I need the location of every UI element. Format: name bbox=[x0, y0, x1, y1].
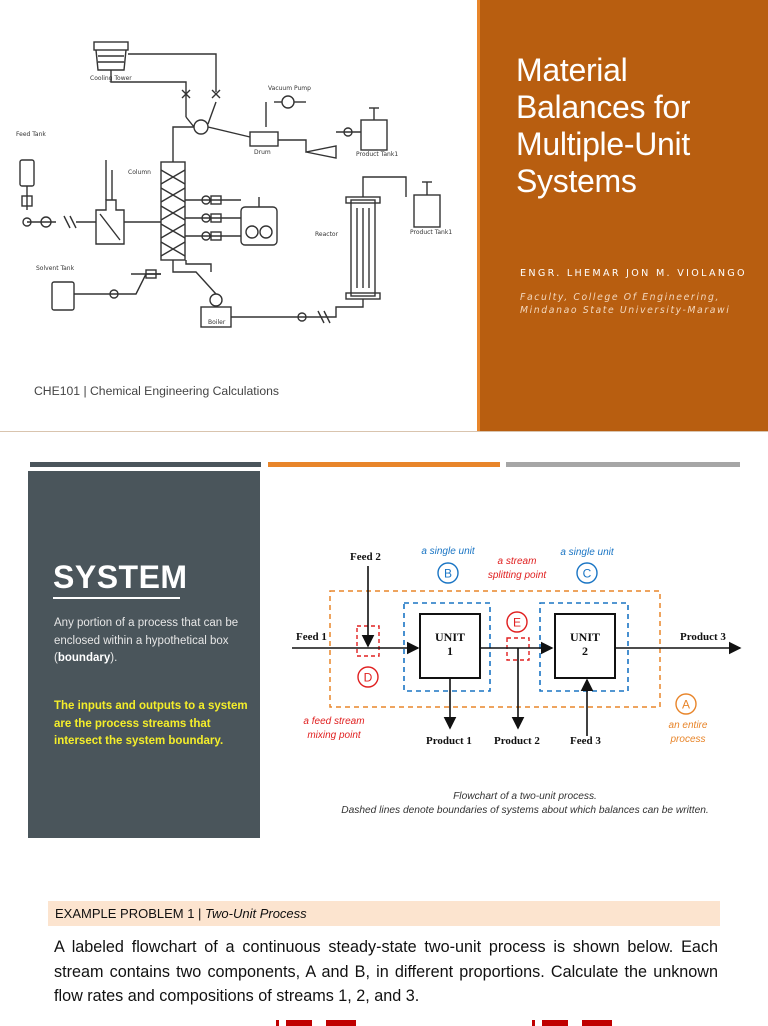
product-tank-1-label: Product Tank1 bbox=[356, 151, 398, 158]
drum bbox=[249, 131, 279, 147]
label-b: B bbox=[444, 567, 452, 581]
label-a: A bbox=[682, 698, 690, 712]
boundary-a bbox=[329, 590, 661, 708]
column-label: Column bbox=[128, 169, 151, 176]
product-tank-1 bbox=[360, 119, 388, 151]
feed-3-label: Feed 3 bbox=[570, 735, 601, 747]
cooling-tower-top bbox=[93, 41, 129, 51]
caption-line: Flowchart of a two-unit process. bbox=[453, 791, 597, 802]
entire-note-line1: an entire bbox=[669, 720, 708, 731]
split-note-line1: a stream bbox=[498, 556, 537, 567]
cropped-flowchart-top bbox=[276, 1020, 612, 1026]
title-slide-accent-edge bbox=[477, 0, 481, 432]
top-bar-orange bbox=[268, 462, 500, 467]
product-tank-2-label: Product Tank1 bbox=[410, 229, 452, 236]
top-bar-light bbox=[506, 462, 740, 467]
label-e: E bbox=[513, 616, 521, 630]
flowchart-caption: Flowchart of a two-unit process. Dashed … bbox=[282, 790, 768, 818]
feed-tank bbox=[19, 159, 35, 187]
two-unit-flowchart: UNIT 1 UNIT 2 Feed 1 Feed 2 Feed 3 Produ… bbox=[292, 546, 742, 747]
system-heading: SYSTEM bbox=[53, 559, 188, 595]
feed-tank-label: Feed Tank bbox=[16, 131, 46, 138]
mixing-vessel bbox=[240, 206, 278, 246]
slide-divider bbox=[0, 431, 768, 432]
product-1-label: Product 1 bbox=[426, 735, 472, 747]
example-label-title: Two-Unit Process bbox=[205, 906, 307, 921]
split-note-line2: splitting point bbox=[488, 570, 548, 581]
author-name: ENGR. LHEMAR JON M. VIOLANGO bbox=[520, 268, 747, 279]
boundary-e bbox=[506, 637, 530, 661]
product-tank-2 bbox=[413, 194, 441, 228]
title-line: Material bbox=[516, 52, 628, 88]
title-slide-orange-panel bbox=[480, 0, 768, 432]
process-plant-diagram: Cooling Tower Vacuum Pump Drum Product T… bbox=[16, 41, 452, 328]
solvent-tank bbox=[51, 281, 75, 311]
mix-note-line1: a feed stream bbox=[303, 716, 364, 727]
vacuum-pump-label: Vacuum Pump bbox=[268, 85, 311, 92]
system-definition: Any portion of a process that can be enc… bbox=[54, 615, 254, 668]
example-problem-text: A labeled flowchart of a continuous stea… bbox=[54, 938, 718, 1005]
definition-text-end: ). bbox=[110, 652, 118, 664]
boiler-label: Boiler bbox=[208, 319, 226, 326]
single-unit-c-note: a single unit bbox=[560, 547, 615, 558]
condenser bbox=[193, 119, 209, 135]
reactor-label: Reactor bbox=[315, 231, 339, 238]
author-affiliation: Faculty, College Of Engineering, Mindana… bbox=[520, 291, 760, 317]
course-label: CHE101 | Chemical Engineering Calculatio… bbox=[34, 384, 280, 398]
cooling-tower-body bbox=[95, 49, 127, 71]
feed-2-label: Feed 2 bbox=[350, 551, 381, 563]
presentation-title: Material Balances for Multiple-Unit Syst… bbox=[516, 52, 756, 200]
example-label: EXAMPLE PROBLEM 1 | Two-Unit Process bbox=[55, 906, 307, 921]
definition-text: Any portion of a process that can be enc… bbox=[54, 617, 239, 664]
label-c-circle bbox=[576, 562, 598, 584]
caption-line: Dashed lines denote boundaries of system… bbox=[341, 805, 709, 816]
vacuum-pump bbox=[281, 95, 295, 109]
example-label-prefix: EXAMPLE PROBLEM 1 | bbox=[55, 906, 206, 921]
mix-note-line2: mixing point bbox=[307, 730, 362, 741]
label-d-circle bbox=[357, 666, 379, 688]
label-b-circle bbox=[437, 562, 459, 584]
heater bbox=[95, 199, 125, 245]
unit-2-label: UNIT bbox=[570, 630, 600, 644]
system-highlight: The inputs and outputs to a system are t… bbox=[54, 700, 248, 747]
solvent-tank-label: Solvent Tank bbox=[36, 265, 75, 272]
title-line: Multiple-Unit bbox=[516, 126, 690, 162]
reactor bbox=[350, 199, 376, 297]
single-unit-b-note: a single unit bbox=[421, 546, 476, 557]
unit-1-number: 1 bbox=[447, 644, 453, 658]
system-panel bbox=[28, 471, 260, 838]
label-e-circle bbox=[506, 611, 528, 633]
label-a-circle bbox=[675, 693, 697, 715]
definition-bold: boundary bbox=[57, 652, 111, 664]
title-line: Systems bbox=[516, 163, 637, 199]
label-c: C bbox=[583, 567, 592, 581]
product-2-label: Product 2 bbox=[494, 735, 540, 747]
entire-note-line2: process bbox=[669, 734, 705, 745]
column-side-valves bbox=[185, 195, 241, 241]
product-3-label: Product 3 bbox=[680, 631, 726, 643]
heading-underline bbox=[53, 597, 180, 599]
top-bar-gray bbox=[30, 462, 261, 467]
unit-2-number: 2 bbox=[582, 644, 588, 658]
boundary-b bbox=[403, 602, 491, 692]
affiliation-line: Mindanao State University-Marawi bbox=[520, 305, 731, 316]
title-line: Balances for bbox=[516, 89, 691, 125]
feed-1-label: Feed 1 bbox=[296, 631, 327, 643]
unit-1-label: UNIT bbox=[435, 630, 465, 644]
label-d: D bbox=[364, 671, 373, 685]
affiliation-line: Faculty, College Of Engineering, bbox=[520, 292, 721, 303]
example-label-band bbox=[48, 901, 720, 926]
drum-label: Drum bbox=[254, 149, 271, 156]
unit-1 bbox=[419, 613, 481, 679]
unit-2 bbox=[554, 613, 616, 679]
cooling-tower-label: Cooling Tower bbox=[90, 75, 132, 82]
